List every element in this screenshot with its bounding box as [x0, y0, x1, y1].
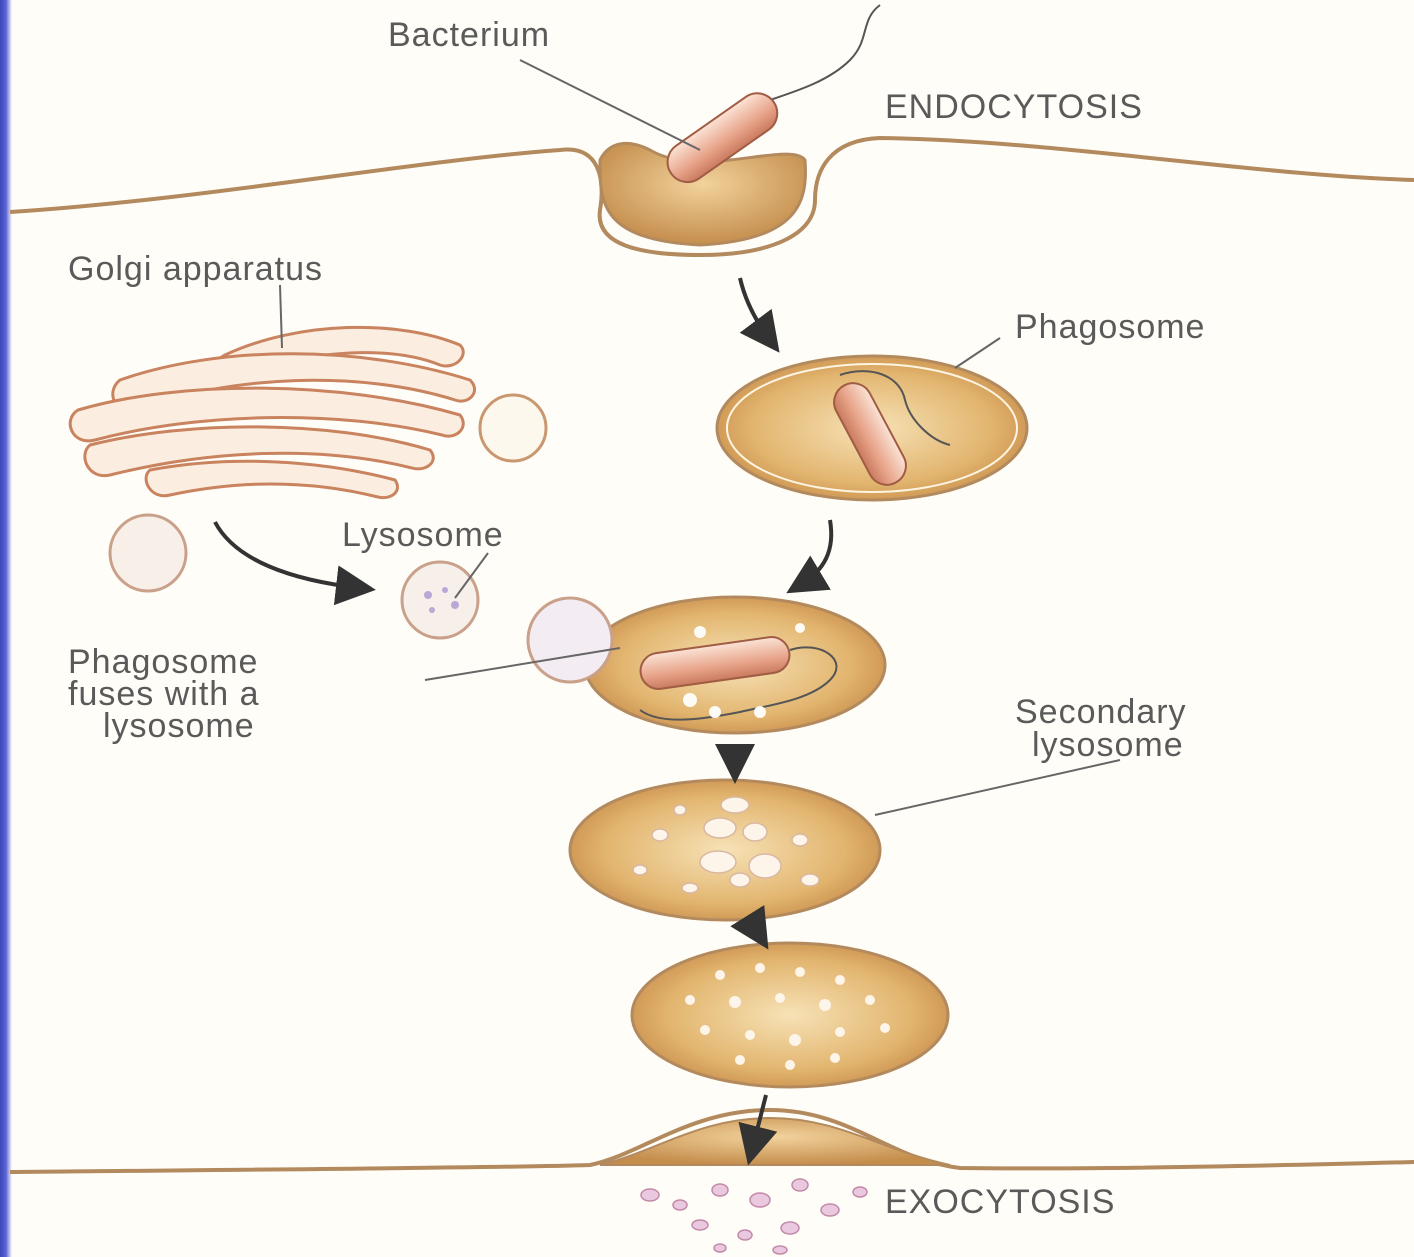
label-fusion-line2: fuses with a	[68, 677, 260, 711]
golgi-vesicle-left	[110, 515, 186, 591]
label-golgi-apparatus: Golgi apparatus	[68, 252, 323, 286]
arrow-golgi-to-lysosome	[215, 522, 360, 588]
label-fusion-line3: lysosome	[103, 709, 255, 743]
lysosome-shape	[402, 562, 478, 638]
label-fusion-line1: Phagosome	[68, 645, 258, 679]
label-secondary-line2: lysosome	[1032, 728, 1184, 762]
leader-secondary	[875, 760, 1120, 815]
label-secondary-line1: Secondary	[1015, 695, 1187, 729]
arrow-phagosome-to-fusion	[800, 520, 831, 585]
golgi-stacks	[70, 327, 474, 497]
leader-bacterium	[520, 60, 700, 150]
exocytosed-particles	[641, 1179, 867, 1254]
label-exocytosis: EXOCYTOSIS	[885, 1185, 1115, 1219]
arrow-secondary-to-residual	[755, 928, 760, 936]
label-bacterium: Bacterium	[388, 18, 550, 52]
label-endocytosis: ENDOCYTOSIS	[885, 90, 1143, 124]
leader-phagosome	[955, 338, 1000, 368]
fusing-lysosome-shape	[528, 598, 612, 682]
arrow-endocytosis-to-phagosome	[740, 278, 770, 340]
label-phagosome: Phagosome	[1015, 310, 1205, 344]
label-lysosome: Lysosome	[342, 518, 504, 552]
flagellum	[770, 5, 880, 100]
golgi-vesicle-right	[480, 395, 546, 461]
